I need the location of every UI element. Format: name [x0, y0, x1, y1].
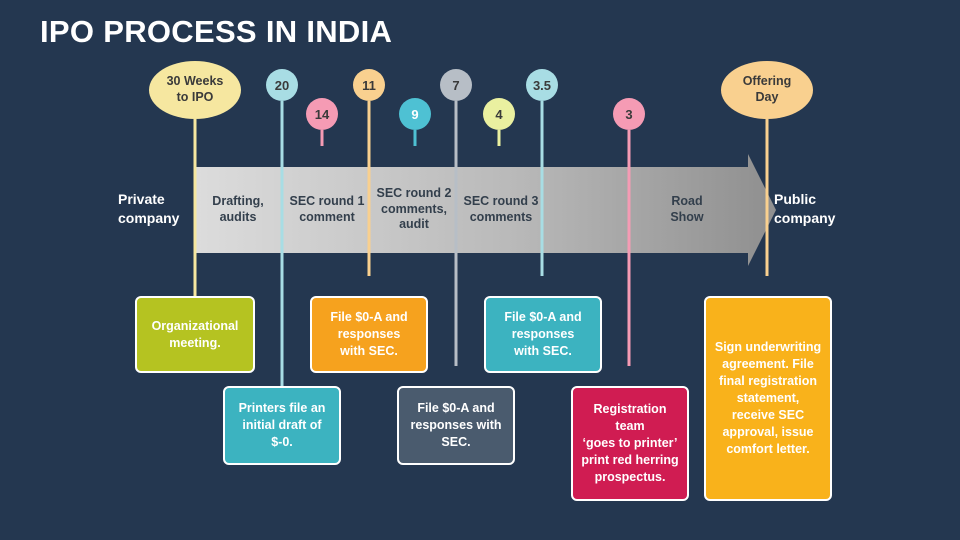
milestone-bubble-11: 11: [353, 69, 385, 101]
page-title: IPO PROCESS IN INDIA: [40, 14, 393, 49]
milestone-bubble-3: 3: [613, 98, 645, 130]
milestone-bubble-7: 7: [440, 69, 472, 101]
milestone-bubble-14: 14: [306, 98, 338, 130]
end-label: Public company: [774, 191, 836, 226]
step-box-file-round-3: File $0-A and responses with SEC.: [484, 296, 602, 373]
milestone-bubble-30-weeks: 30 Weeks to IPO: [149, 61, 241, 119]
milestone-bubble-3-5: 3.5: [526, 69, 558, 101]
stage-label-sec-round-2: SEC round 2 comments, audit: [376, 186, 452, 232]
step-box-underwriting: Sign underwriting agreement. File final …: [704, 296, 832, 501]
stage-label-drafting: Drafting, audits: [212, 194, 264, 224]
step-box-organizational-meeting: Organizational meeting.: [135, 296, 255, 373]
step-box-registration-team: Registration team ‘goes to printer’ prin…: [571, 386, 689, 501]
step-box-file-round-2: File $0-A and responses with SEC.: [397, 386, 515, 465]
timeline-arrow: [195, 154, 776, 266]
milestone-bubble-20: 20: [266, 69, 298, 101]
stage-label-road-show: Road Show: [670, 194, 704, 224]
start-label: Private company: [118, 191, 180, 226]
milestone-bubble-4: 4: [483, 98, 515, 130]
milestone-bubble-9: 9: [399, 98, 431, 130]
step-box-printers-file: Printers file an initial draft of $-0.: [223, 386, 341, 465]
stage-label-sec-round-1: SEC round 1 comment: [289, 194, 365, 224]
milestone-bubble-offering-day: Offering Day: [721, 61, 813, 119]
step-box-file-round-1: File $0-A and responses with SEC.: [310, 296, 428, 373]
stage-label-sec-round-3: SEC round 3 comments: [463, 194, 539, 224]
